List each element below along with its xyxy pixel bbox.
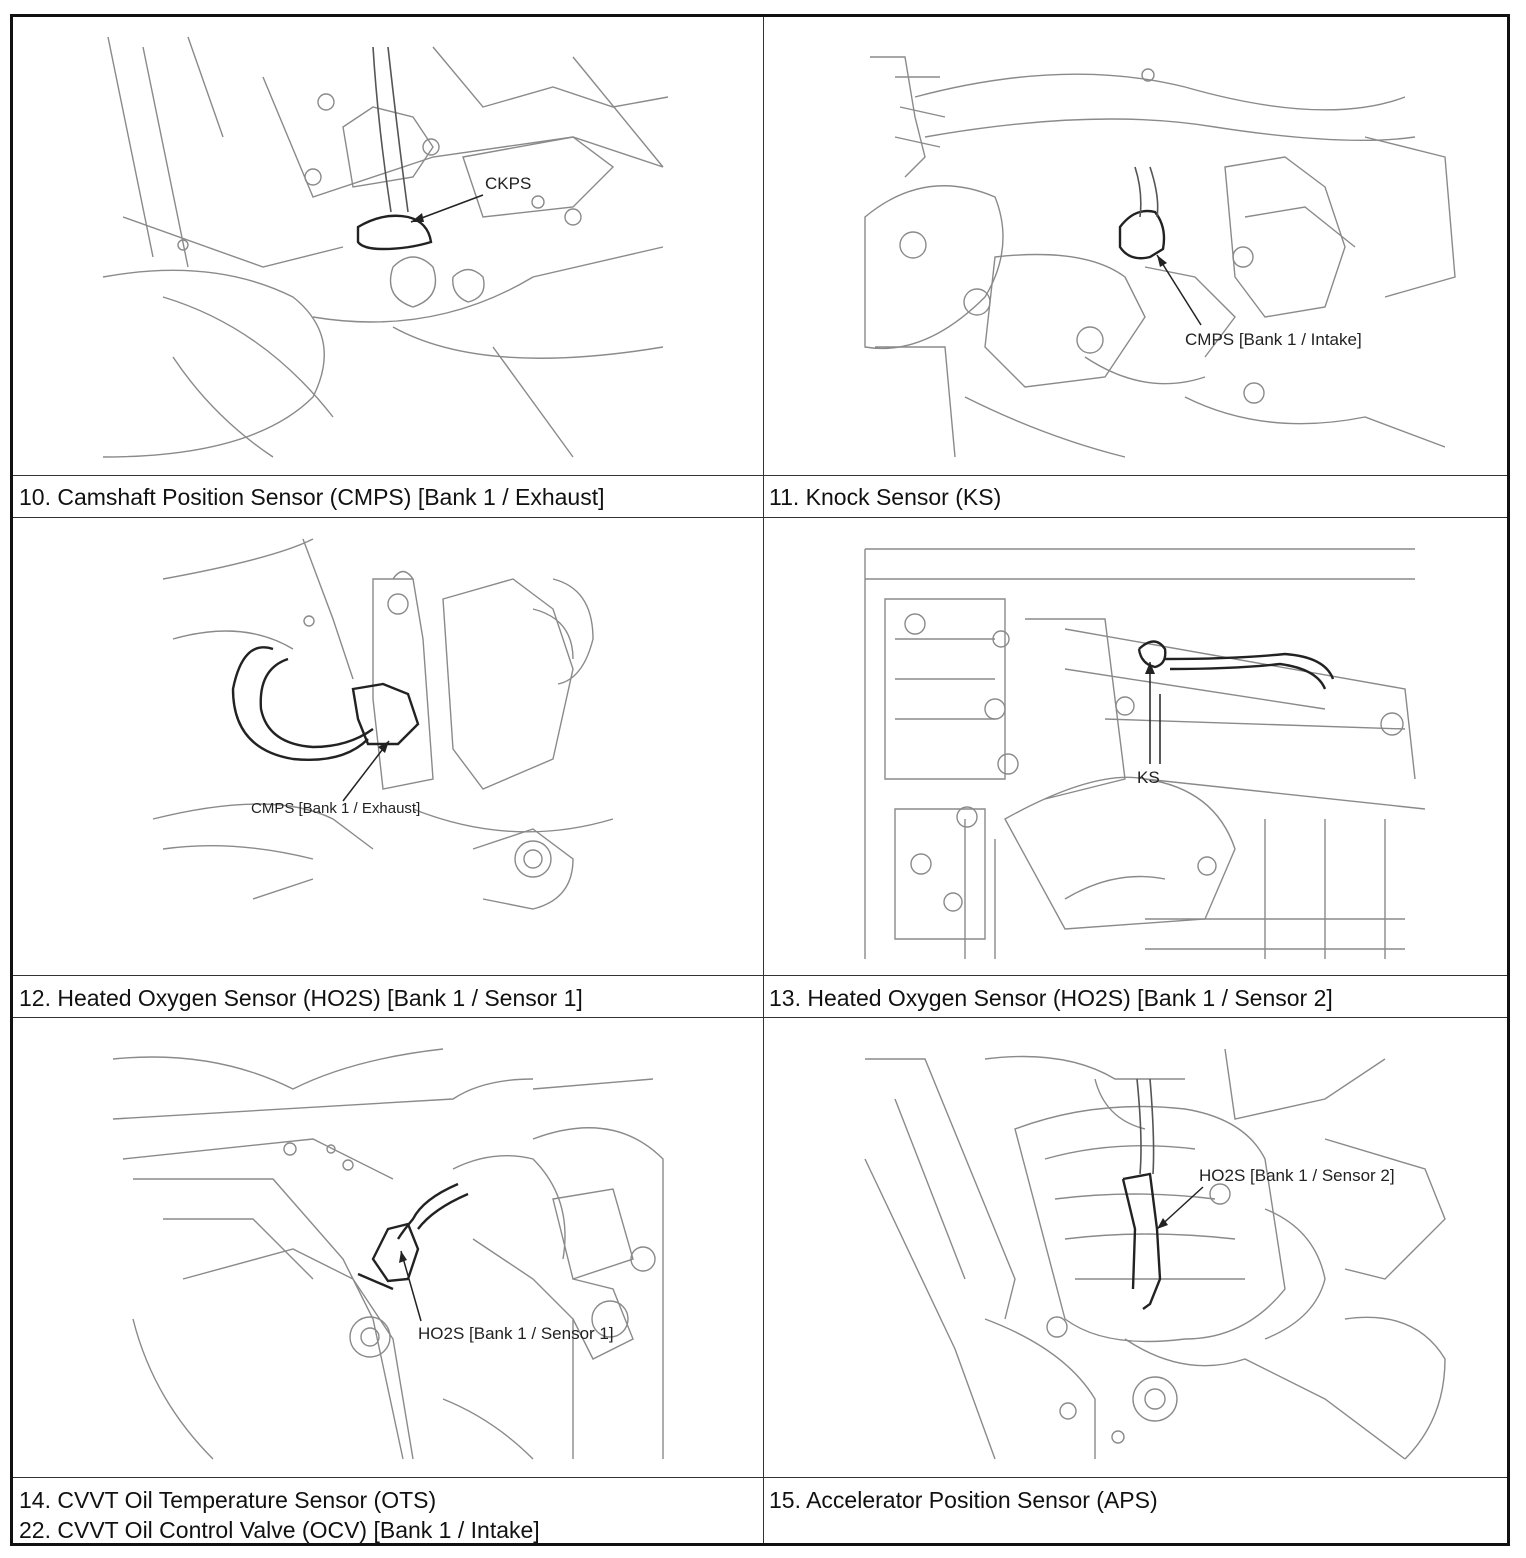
ho2s-sensor1-pointer (400, 1250, 422, 1322)
row-divider (13, 975, 1507, 976)
ho2s-sensor1-diagram: HO2S [Bank 1 / Sensor 1] (13, 1019, 761, 1475)
caption-11: 11. Knock Sensor (KS) (769, 482, 1001, 512)
caption-line: 10. Camshaft Position Sensor (CMPS) [Ban… (19, 484, 605, 510)
ho2s-sensor2-label: HO2S [Bank 1 / Sensor 2] (1199, 1166, 1395, 1185)
row-divider (13, 475, 1507, 476)
cmps-intake-diagram: CMPS [Bank 1 / Intake] (765, 17, 1513, 473)
caption-line: 12. Heated Oxygen Sensor (HO2S) [Bank 1 … (19, 985, 583, 1011)
caption-line: 22. CVVT Oil Control Valve (OCV) [Bank 1… (19, 1517, 540, 1543)
ho2s-sensor1-label: HO2S [Bank 1 / Sensor 1] (418, 1324, 614, 1343)
ks-label: KS (1137, 768, 1160, 787)
caption-12: 12. Heated Oxygen Sensor (HO2S) [Bank 1 … (19, 983, 583, 1013)
caption-line: 11. Knock Sensor (KS) (769, 484, 1002, 510)
caption-15: 15. Accelerator Position Sensor (APS) (769, 1485, 1158, 1515)
caption-line: 13. Heated Oxygen Sensor (HO2S) [Bank 1 … (769, 985, 1333, 1011)
column-divider (763, 17, 764, 1543)
cmps-exhaust-label: CMPS [Bank 1 / Exhaust] (251, 800, 420, 817)
ckps-diagram: CKPS (13, 17, 761, 473)
row-divider (13, 517, 1507, 518)
caption-line: 14. CVVT Oil Temperature Sensor (OTS) (19, 1487, 437, 1513)
cmps-intake-label: CMPS [Bank 1 / Intake] (1185, 330, 1362, 349)
ckps-label: CKPS (485, 174, 531, 193)
ho2s-sensor2-diagram: HO2S [Bank 1 / Sensor 2] (765, 1019, 1513, 1475)
cmps-exhaust-pointer (342, 740, 390, 802)
row-divider (13, 1477, 1507, 1478)
cmps-exhaust-diagram: CMPS [Bank 1 / Exhaust] (13, 519, 761, 973)
row-divider (13, 1017, 1507, 1018)
cmps-intake-pointer (1156, 254, 1202, 326)
ks-diagram: KS (765, 519, 1513, 973)
caption-13: 13. Heated Oxygen Sensor (HO2S) [Bank 1 … (769, 983, 1333, 1013)
caption-14-22: 14. CVVT Oil Temperature Sensor (OTS) 22… (19, 1485, 540, 1545)
table-grid (13, 17, 1507, 1543)
sensor-reference-table: CKPS CMPS [Bank 1 / Intake] 10. Camshaft… (10, 14, 1510, 1546)
caption-10: 10. Camshaft Position Sensor (CMPS) [Ban… (19, 482, 604, 512)
caption-line: 15. Accelerator Position Sensor (APS) (769, 1487, 1158, 1513)
